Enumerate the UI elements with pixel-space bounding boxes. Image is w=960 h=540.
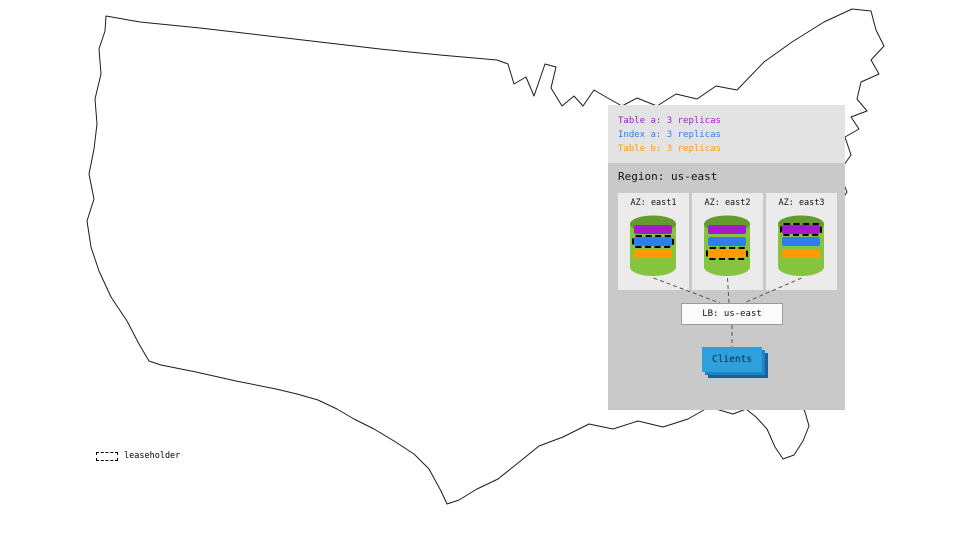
legend-item-table-a: Table a: 3 replicas (618, 116, 721, 126)
az-label: AZ: east1 (630, 198, 677, 208)
replica-bar-index-a-leaseholder (632, 235, 674, 248)
region-box: Region: us-east AZ: east1 AZ: east2 (608, 163, 845, 410)
replica-bar-index-a (782, 237, 820, 246)
replica-bar-table-a (634, 225, 672, 234)
replica-bar-table-a (708, 225, 746, 234)
replica-bar-table-b (782, 249, 820, 258)
replica-bars (630, 215, 676, 277)
az-box-east1: AZ: east1 (618, 193, 689, 290)
clients-box: Clients (702, 347, 762, 372)
az-label: AZ: east3 (778, 198, 825, 208)
topology-panel: Table a: 3 replicas Index a: 3 replicas … (608, 105, 845, 410)
replica-bar-table-a-leaseholder (780, 223, 822, 236)
load-balancer-box: LB: us-east (681, 303, 783, 325)
leaseholder-label: leaseholder (124, 451, 181, 461)
leaseholder-key: leaseholder (96, 451, 180, 461)
replica-bar-index-a (708, 237, 746, 246)
legend-item-table-b: Table b: 3 replicas (618, 144, 721, 154)
az-box-east3: AZ: east3 (766, 193, 837, 290)
replica-bars (704, 215, 750, 277)
leaseholder-swatch-icon (96, 451, 118, 461)
replica-legend: Table a: 3 replicas Index a: 3 replicas … (608, 105, 845, 156)
region-title: Region: us-east (618, 170, 718, 183)
az-box-east2: AZ: east2 (692, 193, 763, 290)
replica-bars (778, 215, 824, 277)
replica-bar-table-b-leaseholder (706, 247, 748, 260)
database-cylinder (704, 215, 750, 277)
database-cylinder (778, 215, 824, 277)
clients-label: Clients (711, 354, 753, 365)
load-balancer-label: LB: us-east (702, 309, 762, 319)
database-cylinder (630, 215, 676, 277)
az-label: AZ: east2 (704, 198, 751, 208)
legend-item-index-a: Index a: 3 replicas (618, 130, 721, 140)
replica-bar-table-b (634, 249, 672, 258)
